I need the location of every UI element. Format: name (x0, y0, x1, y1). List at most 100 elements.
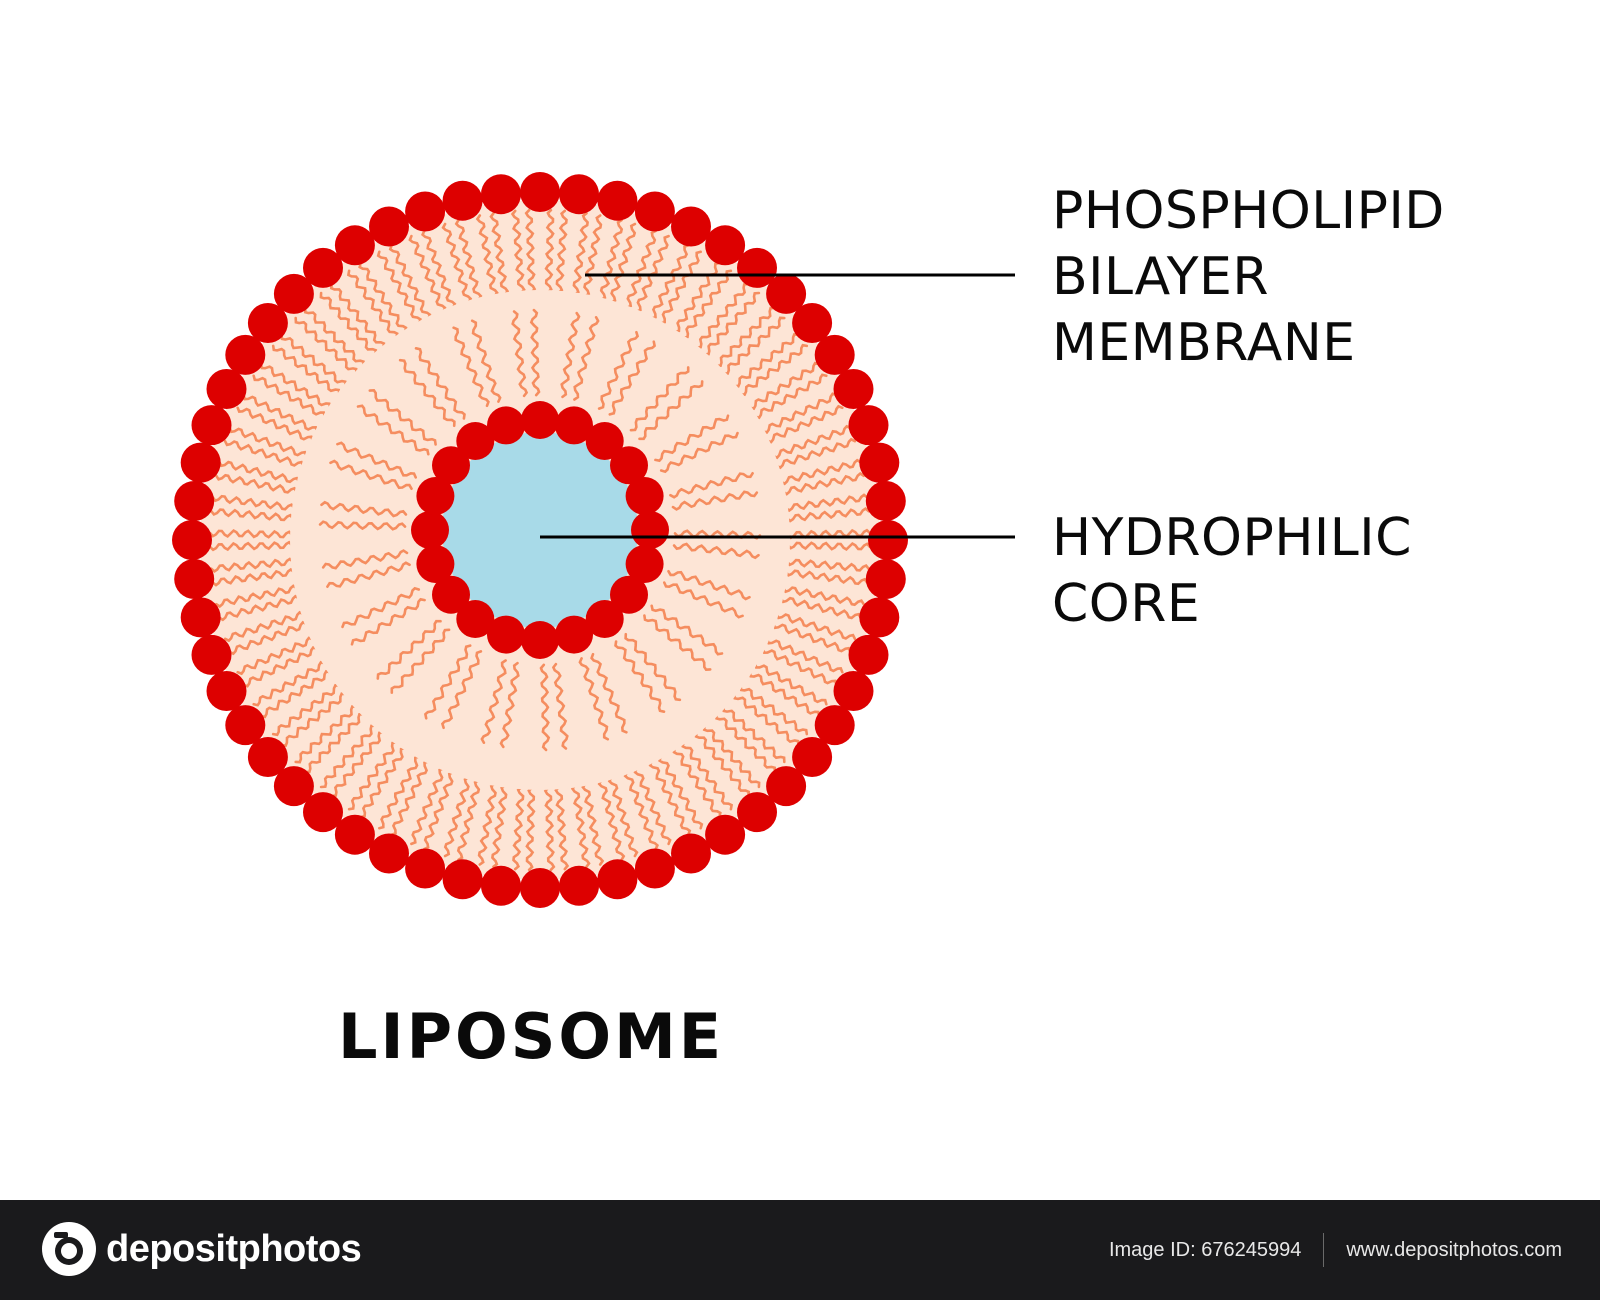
depositphotos-logo[interactable]: depositphotos (40, 1220, 362, 1278)
outer-lipid-tail (748, 671, 821, 718)
bilayer-label-line-1: PHOSPHOLIPID (1052, 181, 1445, 241)
inner-lipid-tail (326, 561, 411, 588)
outer-lipid-tail (208, 528, 294, 539)
outer-lipid-tail (753, 662, 828, 706)
outer-lipid-tail (376, 250, 422, 325)
outer-lipid-tail (722, 316, 786, 375)
inner-lipid-tail (341, 586, 421, 629)
inner-lipid-tail (673, 529, 762, 540)
inner-phosphate-head (521, 401, 559, 439)
inner-lipid-tail (669, 472, 754, 499)
outer-lipid-tail (765, 638, 844, 674)
inner-phosphate-head (610, 575, 648, 614)
outer-lipid-tail (761, 392, 838, 435)
inner-lipid-tail (624, 632, 682, 702)
inner-phosphate-heads (411, 401, 669, 659)
outer-lipid-tail (242, 645, 319, 688)
outer-phosphate-head (833, 671, 874, 711)
outer-phosphate-head (247, 303, 288, 343)
outer-lipid-tail (572, 212, 589, 296)
outer-phosphate-head (225, 705, 266, 746)
outer-lipid-tail (215, 584, 298, 609)
bilayer-label-line-3: MEMBRANE (1052, 313, 1356, 373)
outer-phosphate-head (369, 206, 409, 247)
outer-lipid-tail (303, 306, 365, 367)
outer-phosphate-head (481, 865, 521, 906)
website-link[interactable]: www.depositphotos.com (1346, 1238, 1562, 1261)
outer-phosphate-head (766, 766, 807, 807)
outer-lipid-tail (775, 437, 857, 470)
footer-info: Image ID: 676245994 www.depositphotos.co… (1109, 1200, 1562, 1300)
inner-phosphate-head (521, 621, 559, 659)
inner-lipid-tail (320, 500, 408, 518)
outer-lipid-tail (599, 218, 624, 301)
outer-lipid-tail (786, 541, 872, 552)
outer-phosphate-head (191, 634, 232, 675)
outer-lipid-tail (715, 306, 777, 367)
inner-lipid-tail (597, 330, 640, 410)
outer-phosphate-head (792, 303, 833, 343)
inner-lipid-tail (390, 628, 451, 694)
outer-lipid-tail (347, 741, 398, 811)
outer-phosphate-head (303, 247, 343, 288)
outer-lipid-tail (544, 208, 555, 294)
outer-lipid-tail (510, 209, 526, 294)
outer-lipid-tail (280, 333, 348, 388)
outer-phosphate-head (705, 225, 746, 266)
outer-lipid-tail (378, 755, 421, 830)
outer-phosphate-head (303, 792, 343, 833)
inner-lipid-tail (608, 340, 657, 416)
outer-lipid-tail (779, 596, 862, 620)
outer-lipid-tail (491, 784, 508, 868)
inner-lipid-tail (368, 388, 437, 446)
outer-phosphate-head (737, 792, 777, 833)
outer-lipid-tail (388, 244, 432, 320)
inner-lipid-tail (573, 316, 600, 401)
outer-phosphate-head (180, 597, 221, 638)
hydrophilic-core (442, 432, 638, 628)
outer-lipid-tail (477, 782, 497, 866)
outer-lipid-tail (421, 229, 457, 309)
outer-lipid-tail (319, 724, 377, 789)
outer-lipid-tail (732, 692, 800, 747)
outer-lipid-tail (583, 214, 603, 298)
outer-lipid-tails (208, 208, 872, 872)
outer-phosphate-head (848, 634, 889, 675)
outer-phosphate-head (597, 180, 638, 221)
diagram-title: LIPOSOME (338, 1000, 725, 1073)
outer-phosphate-head (865, 481, 906, 521)
inner-lipid-tails (318, 308, 762, 752)
outer-lipid-tail (702, 724, 761, 789)
inner-lipid-tail (654, 414, 730, 463)
outer-lipid-tail (329, 282, 386, 349)
outer-lipid-tail (454, 218, 483, 301)
outer-lipid-tail (223, 610, 305, 643)
core-label-line-2: CORE (1052, 574, 1201, 634)
outer-phosphate-head (597, 859, 638, 900)
inner-lipid-tail (671, 490, 759, 511)
inner-phosphate-head (416, 545, 455, 583)
inner-lipid-tail (440, 650, 483, 730)
outer-lipid-tail (252, 660, 327, 707)
inner-lipid-tail (356, 404, 430, 456)
inner-lipid-tail (667, 570, 751, 601)
inner-lipid-tail (529, 308, 541, 397)
outer-phosphate-head (634, 191, 675, 232)
outer-lipid-tail (782, 471, 865, 496)
inner-phosphate-head (487, 406, 525, 445)
inner-lipid-tail (590, 652, 628, 734)
outer-lipid-tail (570, 784, 591, 868)
inner-phosphate-head (631, 511, 669, 549)
inner-lipid-tail (578, 657, 610, 741)
outer-lipid-tail (765, 404, 844, 444)
inner-lipid-tail (539, 663, 551, 752)
outer-lipid-tail (218, 460, 301, 484)
outer-lipid-tail (753, 373, 828, 420)
outer-phosphate-head (206, 671, 247, 711)
inner-phosphate-head (416, 477, 455, 515)
outer-phosphate-head (705, 814, 746, 855)
outer-lipid-tail (524, 208, 537, 294)
outer-lipid-tail (223, 439, 305, 468)
outer-lipid-tail (210, 557, 295, 574)
inner-phosphate-head (625, 545, 664, 583)
